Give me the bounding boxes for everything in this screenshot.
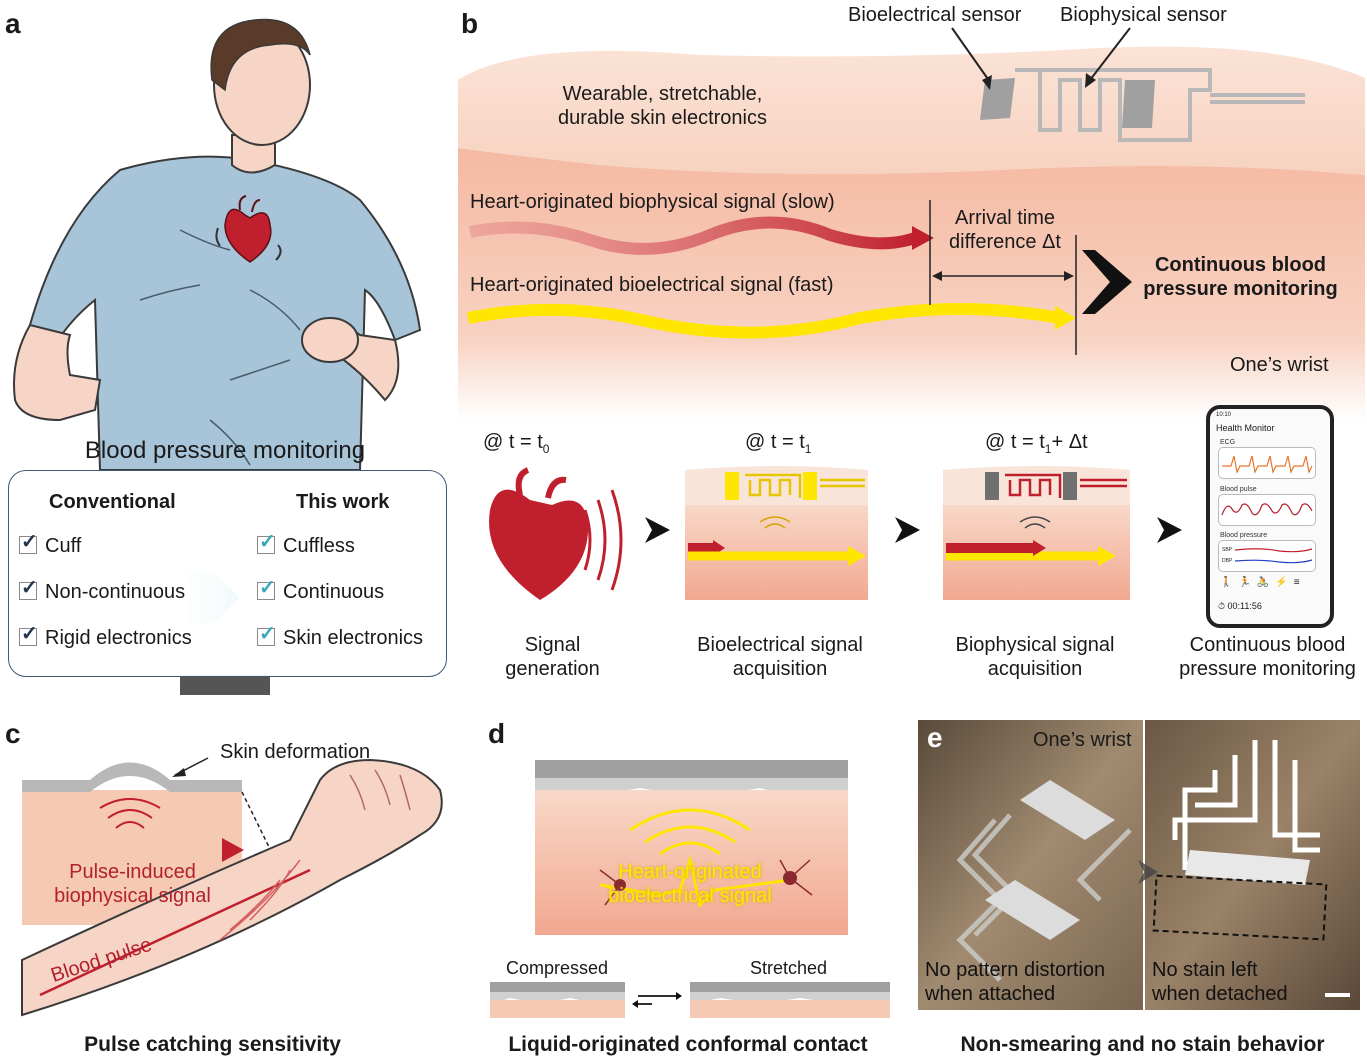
panel-label-d: d: [488, 718, 506, 749]
detached-label: No stain left when detached: [1152, 959, 1288, 1005]
panel-label-c: c: [5, 718, 21, 749]
heart-icon: [215, 195, 282, 263]
fast-signal-wave: [466, 303, 1062, 339]
step-arrow-3: [1157, 517, 1182, 543]
fast-signal-label: Heart-originated bioelectrical signal (f…: [470, 274, 834, 296]
pulse-induced-label: Pulse-induced biophysical signal: [54, 861, 211, 907]
blood-pulse-label: Blood pulse: [1220, 486, 1257, 493]
panel-label-b: b: [461, 8, 479, 39]
conventional-item: Cuff: [19, 529, 81, 558]
panel-label-e: e: [927, 722, 943, 753]
ecg-chart: [1218, 447, 1316, 479]
phone-mockup: 10:10 Health Monitor ECG Blood pulse Blo…: [1206, 405, 1334, 628]
bioelectrical-block: [685, 466, 868, 600]
stretched-label: Stretched: [750, 958, 828, 978]
big-arrow-icon: [1082, 250, 1132, 314]
panel-d-illustration: [490, 760, 890, 1018]
step-arrow-2: [895, 517, 920, 543]
ecg-label: ECG: [1220, 439, 1236, 446]
biophysical-sensor-pointer: [1089, 27, 1131, 81]
scale-bar: [1325, 993, 1350, 997]
bioelectrical-sensor-pointer: [951, 27, 991, 83]
activity-icons: 🚶🏃🚴⚡≡: [1220, 577, 1306, 588]
phone-app-title: Health Monitor: [1216, 423, 1275, 433]
checkbox-icon: [19, 529, 38, 554]
conventional-item: Rigid electronics: [19, 621, 192, 650]
checkbox-icon: [19, 621, 38, 646]
compressed-label: Compressed: [506, 958, 609, 978]
checkbox-icon: [19, 575, 38, 600]
step-arrow-1: [645, 517, 670, 543]
skin-deformation-label: Skin deformation: [220, 741, 371, 763]
panel-c-illustration: [21, 757, 443, 1017]
bp-chart: SBP DBP: [1218, 540, 1316, 572]
panel-e-wrist-label: One’s wrist: [1033, 729, 1132, 751]
this-work-item: Cuffless: [257, 529, 355, 558]
this-work-item: Skin electronics: [257, 621, 423, 650]
panel-c-caption: Pulse catching sensitivity: [84, 1033, 341, 1056]
phone-timer: ⏱ 00:11:56: [1218, 601, 1262, 611]
comparison-table: Conventional This work Cuff Non-continuo…: [8, 470, 447, 677]
attached-label: No pattern distortion when attached: [925, 959, 1106, 1005]
slow-signal-label: Heart-originated biophysical signal (slo…: [470, 191, 835, 213]
wrist-label: One’s wrist: [1230, 354, 1329, 376]
sensor-pattern: [1015, 68, 1305, 142]
blood-pressure-label: Blood pressure: [1220, 532, 1268, 539]
electronics-label: Wearable, stretchable, durable skin elec…: [558, 83, 767, 129]
heart-originated-label: Heart-originated bioelectrical signal: [608, 861, 772, 907]
biophysical-block: [943, 466, 1130, 600]
slow-signal-wave: [468, 216, 917, 255]
this-work-header: This work: [296, 491, 390, 513]
runner-illustration: [13, 18, 422, 695]
biophysical-sensor-label: Biophysical sensor: [1060, 4, 1227, 26]
pulse-chart: [1218, 494, 1316, 526]
this-work-item: Continuous: [257, 575, 384, 604]
time-label-2: @ t = t1+ Δt: [985, 431, 1088, 456]
conventional-item: Non-continuous: [19, 575, 185, 604]
checkbox-icon: [257, 529, 276, 554]
phone-clock: 10:10: [1216, 412, 1232, 418]
panel-label-a: a: [5, 8, 21, 39]
arrival-time-label: Arrival time difference Δt: [949, 207, 1061, 253]
checkbox-icon: [257, 621, 276, 646]
checkbox-icon: [257, 575, 276, 600]
panel-d-caption: Liquid-originated conformal contact: [508, 1033, 868, 1056]
timer-icon: ⏱: [1218, 601, 1226, 611]
time-label-0: @ t = t0: [483, 431, 550, 456]
time-label-1: @ t = t1: [745, 431, 812, 456]
conventional-header: Conventional: [49, 491, 176, 513]
panel-e-photo: [918, 720, 1360, 1010]
big-heart-icon: [489, 467, 623, 600]
continuous-bp-label: Continuous blood pressure monitoring: [1143, 254, 1338, 300]
panel-e-caption: Non-smearing and no stain behavior: [960, 1033, 1325, 1056]
bioelectrical-sensor-label: Bioelectrical sensor: [848, 4, 1022, 26]
panel-a-title: Blood pressure monitoring: [84, 437, 366, 464]
skin-block: [458, 27, 1365, 420]
